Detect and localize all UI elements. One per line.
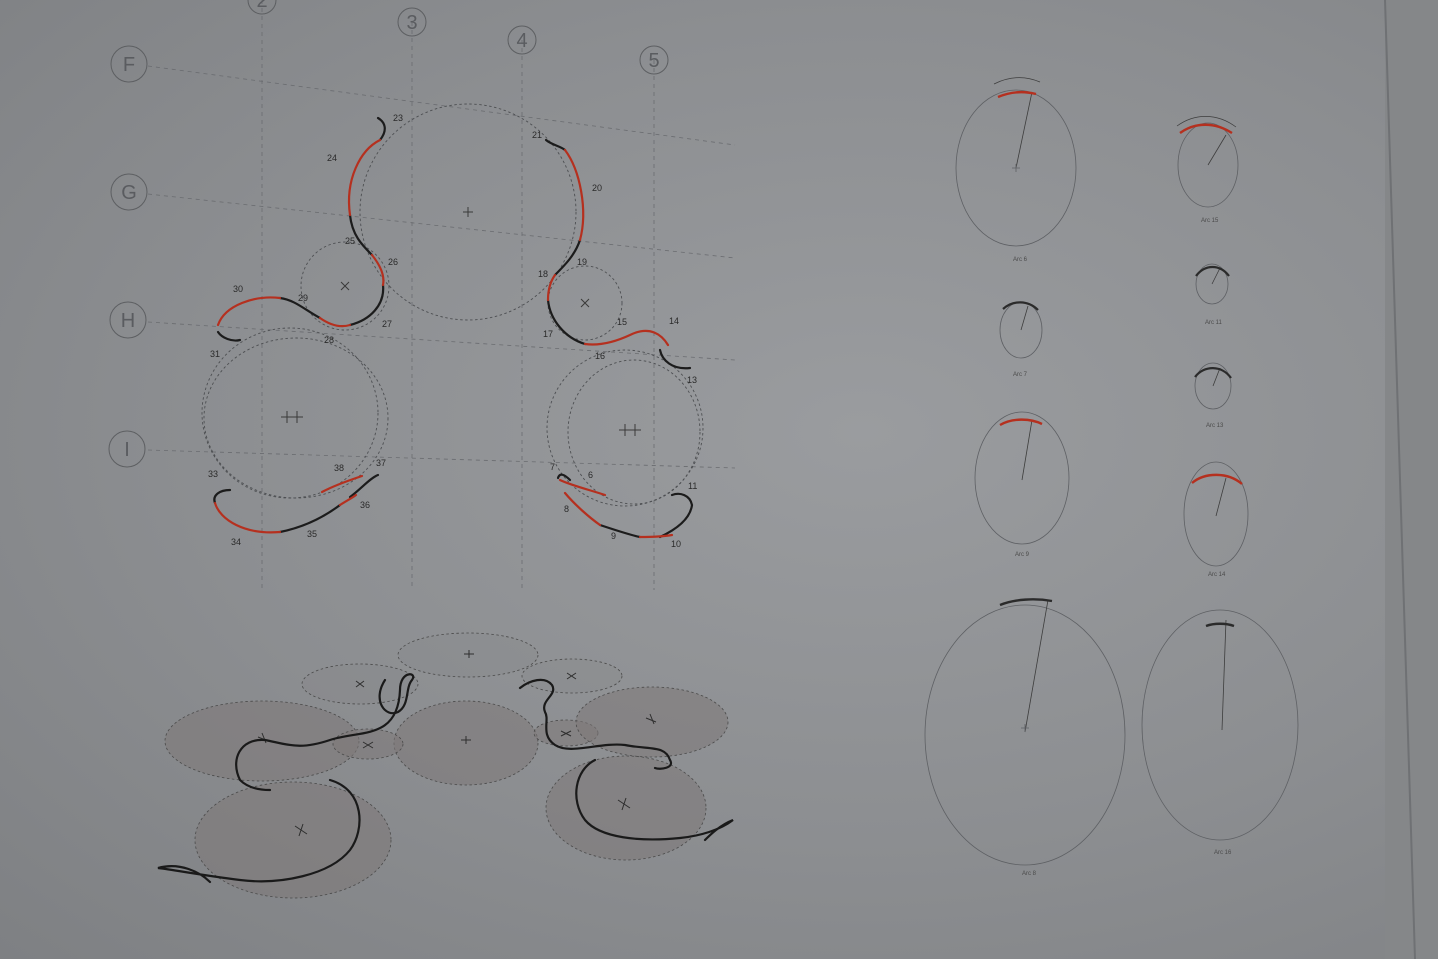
axonometric-view (157, 632, 734, 899)
point-label: 34 (231, 537, 241, 547)
point-label: 26 (388, 257, 398, 267)
arc-detail-14 (1183, 461, 1249, 567)
circle-small-left (300, 241, 390, 331)
point-label: 25 (345, 236, 355, 246)
arc-caption-15: Arc 15 (1201, 218, 1219, 224)
grid-label-col-2: 2 (256, 0, 267, 12)
circle-right-b (567, 359, 701, 505)
point-labels: 23 24 25 26 27 28 29 30 31 21 20 19 18 1… (208, 113, 697, 549)
grid-bubble-col-2 (247, 0, 277, 15)
center-markers (281, 207, 641, 436)
arc-detail-15 (1176, 116, 1239, 208)
circle-right-a (546, 349, 704, 507)
circle-large-center (359, 103, 577, 321)
point-label: 9 (611, 531, 616, 541)
grid-bubbles (108, 0, 669, 468)
circle-left-b (203, 337, 389, 499)
axo-disc-right (575, 686, 729, 758)
arc-caption-16: Arc 16 (1214, 850, 1232, 856)
point-label: 13 (687, 375, 697, 385)
point-label: 6 (588, 470, 593, 480)
point-label: 24 (327, 153, 337, 163)
arc-caption-9: Arc 9 (1015, 552, 1030, 558)
point-label: 10 (671, 539, 681, 549)
axo-disc-small-left (332, 728, 404, 760)
grid-label-col-4: 4 (516, 30, 527, 52)
point-label: 8 (564, 504, 569, 514)
point-label: 31 (210, 349, 220, 359)
grid-bubble-col-4 (507, 25, 537, 55)
grid-bubble-row-g (110, 173, 148, 211)
arc-detail-13 (1194, 362, 1232, 410)
point-label: 28 (324, 335, 334, 345)
arc-caption-13: Arc 13 (1206, 423, 1224, 429)
grid-label-row-f: F (123, 54, 135, 76)
sheet-edge-line (1384, 0, 1416, 959)
arc-caption-6: Arc 6 (1013, 257, 1028, 263)
axo-curve-right (518, 678, 734, 842)
grid-label-row-h: H (121, 310, 135, 332)
arc-caption-8: Arc 8 (1022, 871, 1037, 877)
grid-bubble-row-i (108, 430, 146, 468)
plan-curve-black (213, 116, 694, 539)
axo-disc-bottom-left (194, 781, 392, 899)
circle-left-a (201, 327, 379, 499)
point-label: 7 (550, 462, 555, 472)
point-label: 36 (360, 500, 370, 510)
arc-caption-11: Arc 11 (1205, 320, 1223, 326)
point-label: 14 (669, 316, 679, 326)
grid-bubble-row-h (109, 301, 147, 339)
axo-curve (157, 673, 415, 884)
point-label: 33 (208, 469, 218, 479)
grid (147, 0, 736, 590)
sheet-edge (1385, 0, 1438, 959)
point-label: 29 (298, 293, 308, 303)
point-label: 11 (688, 481, 697, 491)
point-label: 30 (233, 284, 243, 294)
point-label: 17 (543, 329, 553, 339)
arc-detail-16 (1141, 609, 1299, 841)
grid-bubble-col-3 (397, 7, 427, 37)
construction-circles (201, 103, 704, 507)
axo-disc-top (397, 632, 539, 678)
grid-bubble-col-5 (639, 45, 669, 75)
grid-label-col-5: 5 (648, 50, 659, 72)
grid-label-row-i: I (124, 439, 130, 461)
point-label: 37 (376, 458, 386, 468)
point-label: 20 (592, 183, 602, 193)
arc-caption-7: Arc 7 (1013, 372, 1028, 378)
arc-detail-7 (999, 301, 1043, 359)
grid-label-col-3: 3 (406, 12, 417, 34)
point-label: 23 (393, 113, 403, 123)
arc-details (924, 77, 1299, 866)
point-label: 21 (532, 130, 542, 140)
point-label: 27 (382, 319, 392, 329)
grid-label-row-g: G (121, 182, 137, 204)
point-label: 35 (307, 529, 317, 539)
point-label: 19 (577, 257, 587, 267)
arc-captions: Arc 6 Arc 15 Arc 11 Arc 7 Arc 13 Arc 9 A… (1013, 218, 1232, 877)
arc-detail-8 (924, 598, 1126, 866)
arc-detail-6 (955, 77, 1077, 247)
grid-bubble-row-f (110, 45, 148, 83)
arc-detail-9 (974, 411, 1070, 545)
axo-disc-bottom-right (545, 755, 707, 861)
point-label: 16 (595, 351, 605, 361)
point-label: 15 (617, 317, 627, 327)
point-label: 18 (538, 269, 548, 279)
arc-detail-11 (1195, 263, 1230, 305)
plan-curve-red (213, 138, 674, 539)
point-label: 38 (334, 463, 344, 473)
arc-caption-14: Arc 14 (1208, 572, 1226, 578)
